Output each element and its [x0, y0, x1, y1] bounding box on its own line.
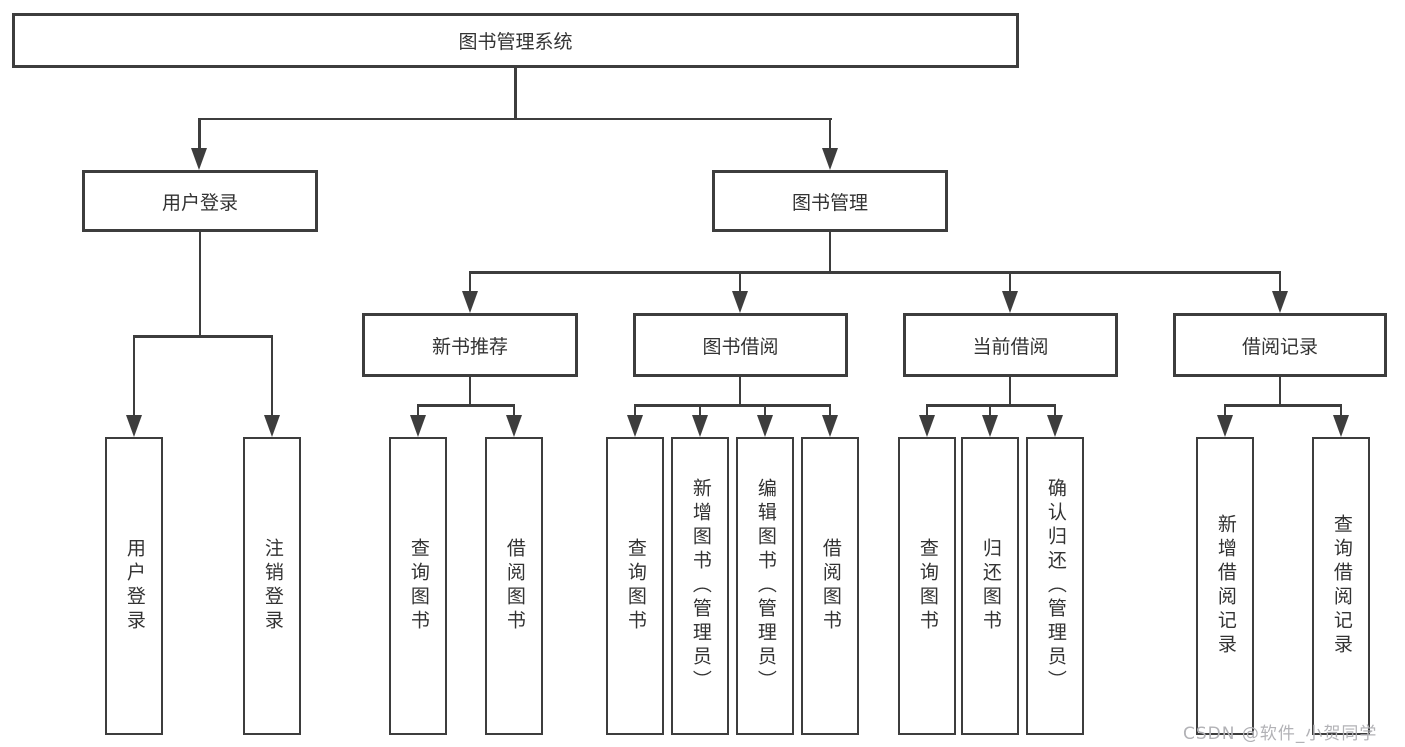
- connector-line: [763, 405, 767, 419]
- connector-line: [132, 336, 136, 418]
- arrow-down-icon: [692, 415, 708, 437]
- connector-line: [416, 405, 420, 419]
- connector-line: [828, 405, 832, 419]
- node-label: 图书借阅: [702, 335, 779, 358]
- leaf-confirm-return-admin: 确认归还（管理员）: [1026, 437, 1084, 735]
- leaf-return-books: 归还图书: [961, 437, 1019, 735]
- arrow-down-icon: [462, 291, 478, 313]
- connector-line: [988, 405, 992, 419]
- node-user-login: 用户登录: [82, 170, 318, 232]
- connector-line: [1278, 272, 1282, 294]
- leaf-label: 查询图书: [624, 538, 647, 634]
- arrow-down-icon: [982, 415, 998, 437]
- arrow-down-icon: [506, 415, 522, 437]
- connector-line: [198, 231, 202, 337]
- connector-line: [1223, 405, 1227, 419]
- connector-line: [512, 405, 516, 419]
- leaf-label: 新增借阅记录: [1214, 514, 1237, 658]
- connector-line: [132, 335, 274, 338]
- node-label: 当前借阅: [972, 335, 1049, 358]
- node-root-label: 图书管理系统: [458, 31, 573, 53]
- leaf-borrow-books: 借阅图书: [801, 437, 859, 735]
- leaf-label: 用户登录: [123, 538, 146, 634]
- connector-line: [1278, 376, 1282, 406]
- connector-line: [198, 117, 832, 120]
- connector-line: [198, 119, 201, 152]
- connector-line: [828, 231, 832, 273]
- connector-line: [468, 271, 1282, 274]
- connector-line: [468, 272, 472, 294]
- node-book-management: 图书管理: [712, 170, 948, 232]
- arrow-down-icon: [627, 415, 643, 437]
- leaf-label: 查询图书: [407, 538, 430, 634]
- node-root: 图书管理系统: [12, 13, 1019, 68]
- connector-line: [1053, 405, 1057, 419]
- node-label: 新书推荐: [431, 335, 508, 358]
- connector-line: [514, 67, 517, 120]
- leaf-edit-books-admin: 编辑图书（管理员）: [736, 437, 794, 735]
- leaf-query-books-current: 查询图书: [898, 437, 956, 735]
- connector-line: [698, 405, 702, 419]
- connector-line: [633, 405, 637, 419]
- connector-line: [738, 272, 742, 294]
- node-book-management-label: 图书管理: [791, 191, 868, 214]
- leaf-query-borrow-record: 查询借阅记录: [1312, 437, 1370, 735]
- connector-line: [1008, 272, 1012, 294]
- connector-line: [1223, 404, 1343, 407]
- connector-line: [270, 336, 274, 418]
- arrow-down-icon: [919, 415, 935, 437]
- arrow-down-icon: [1217, 415, 1233, 437]
- leaf-label: 注销登录: [261, 538, 284, 634]
- leaf-label: 编辑图书（管理员）: [754, 478, 777, 694]
- node-user-login-label: 用户登录: [161, 191, 238, 214]
- leaf-label: 借阅图书: [819, 538, 842, 634]
- connector-line: [1339, 405, 1343, 419]
- leaf-label: 查询图书: [916, 538, 939, 634]
- node-book-borrow: 图书借阅: [633, 313, 848, 377]
- arrow-down-icon: [191, 148, 208, 170]
- arrow-down-icon: [1047, 415, 1063, 437]
- arrow-down-icon: [264, 415, 280, 437]
- arrow-down-icon: [1002, 291, 1018, 313]
- node-borrow-records: 借阅记录: [1173, 313, 1387, 377]
- connector-line: [468, 376, 472, 406]
- arrow-down-icon: [126, 415, 142, 437]
- leaf-label: 归还图书: [979, 538, 1002, 634]
- leaf-logout: 注销登录: [243, 437, 301, 735]
- connector-line: [925, 405, 929, 419]
- arrow-down-icon: [410, 415, 426, 437]
- leaf-label: 借阅图书: [503, 538, 526, 634]
- arrow-down-icon: [1333, 415, 1349, 437]
- arrow-down-icon: [732, 291, 748, 313]
- leaf-query-books-borrow: 查询图书: [606, 437, 664, 735]
- connector-line: [738, 376, 742, 406]
- leaf-user-login: 用户登录: [105, 437, 163, 735]
- arrow-down-icon: [822, 415, 838, 437]
- leaf-label: 确认归还（管理员）: [1044, 478, 1067, 694]
- leaf-label: 新增图书（管理员）: [689, 478, 712, 694]
- connector-line: [1008, 376, 1012, 406]
- arrow-down-icon: [1272, 291, 1288, 313]
- leaf-add-books-admin: 新增图书（管理员）: [671, 437, 729, 735]
- csdn-watermark: CSDN @软件_小贺同学: [1183, 724, 1378, 744]
- leaf-query-books-recommend: 查询图书: [389, 437, 447, 735]
- connector-line: [828, 119, 832, 152]
- leaf-borrow-books-recommend: 借阅图书: [485, 437, 543, 735]
- arrow-down-icon: [757, 415, 773, 437]
- connector-line: [633, 404, 832, 407]
- leaf-label: 查询借阅记录: [1330, 514, 1353, 658]
- leaf-add-borrow-record: 新增借阅记录: [1196, 437, 1254, 735]
- node-current-borrow: 当前借阅: [903, 313, 1118, 377]
- node-label: 借阅记录: [1241, 335, 1318, 358]
- node-new-book-recommend: 新书推荐: [362, 313, 578, 377]
- connector-line: [416, 404, 516, 407]
- arrow-down-icon: [822, 148, 838, 170]
